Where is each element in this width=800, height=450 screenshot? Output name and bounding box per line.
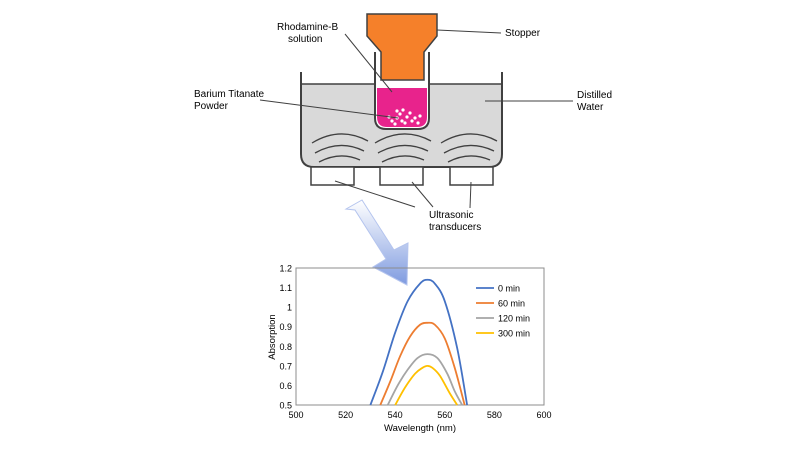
y-tick-label: 0.9 bbox=[279, 322, 292, 332]
apparatus-diagram: Rhodamine-B solution Stopper Barium Tita… bbox=[194, 13, 612, 233]
series-line bbox=[386, 353, 463, 406]
series-line bbox=[394, 364, 458, 406]
x-tick-label: 560 bbox=[437, 410, 452, 420]
x-axis-label: Wavelength (nm) bbox=[384, 423, 456, 434]
ultrasonic-label-line1: Ultrasonic bbox=[429, 210, 473, 221]
barium-label-line1: Barium Titanate bbox=[194, 89, 264, 100]
series-line bbox=[369, 278, 469, 406]
x-tick-label: 520 bbox=[338, 410, 353, 420]
water-label-line1: Distilled bbox=[577, 90, 612, 101]
y-tick-label: 1.2 bbox=[279, 264, 292, 274]
legend-label: 300 min bbox=[498, 329, 530, 339]
y-tick-label: 0.6 bbox=[279, 381, 292, 391]
stopper bbox=[366, 13, 438, 81]
legend-label: 120 min bbox=[498, 314, 530, 324]
ultrasonic-label-line2: transducers bbox=[429, 222, 481, 233]
y-tick-label: 1.1 bbox=[279, 283, 292, 293]
chart-series bbox=[369, 278, 469, 406]
plot-frame bbox=[295, 267, 545, 406]
leader-lines bbox=[259, 29, 573, 209]
down-arrow bbox=[344, 199, 409, 286]
transducer-left bbox=[310, 166, 355, 186]
water-label-line2: Water bbox=[577, 102, 604, 113]
x-axis-ticks: 500 520 540 560 580 600 bbox=[288, 410, 551, 420]
x-tick-label: 600 bbox=[536, 410, 551, 420]
x-tick-label: 500 bbox=[288, 410, 303, 420]
legend-label: 60 min bbox=[498, 299, 525, 309]
y-axis-ticks: 0.5 0.6 0.7 0.8 0.9 1 1.1 1.2 bbox=[279, 264, 292, 411]
y-tick-label: 0.8 bbox=[279, 342, 292, 352]
stopper-label: Stopper bbox=[505, 28, 541, 39]
transducer-right bbox=[449, 166, 494, 186]
absorption-chart: 0.5 0.6 0.7 0.8 0.9 1 1.1 1.2 500 520 540 560 580 60… bbox=[267, 264, 552, 435]
rhodamine-label-line1: Rhodamine-B bbox=[277, 22, 338, 33]
ultrasonic-waves bbox=[311, 133, 498, 163]
y-tick-label: 1 bbox=[287, 303, 292, 313]
transducer-center bbox=[379, 166, 424, 186]
y-tick-label: 0.5 bbox=[279, 401, 292, 411]
series-line bbox=[379, 321, 466, 406]
powder-particles bbox=[387, 108, 422, 126]
x-tick-label: 580 bbox=[487, 410, 502, 420]
legend-label: 0 min bbox=[498, 284, 520, 294]
y-tick-label: 0.7 bbox=[279, 361, 292, 371]
chart-legend: 0 min 60 min 120 min 300 min bbox=[476, 284, 530, 339]
rhodamine-label-line2: solution bbox=[288, 34, 322, 45]
x-tick-label: 540 bbox=[388, 410, 403, 420]
y-axis-label: Absorption bbox=[267, 314, 278, 359]
barium-label-line2: Powder bbox=[194, 101, 229, 112]
